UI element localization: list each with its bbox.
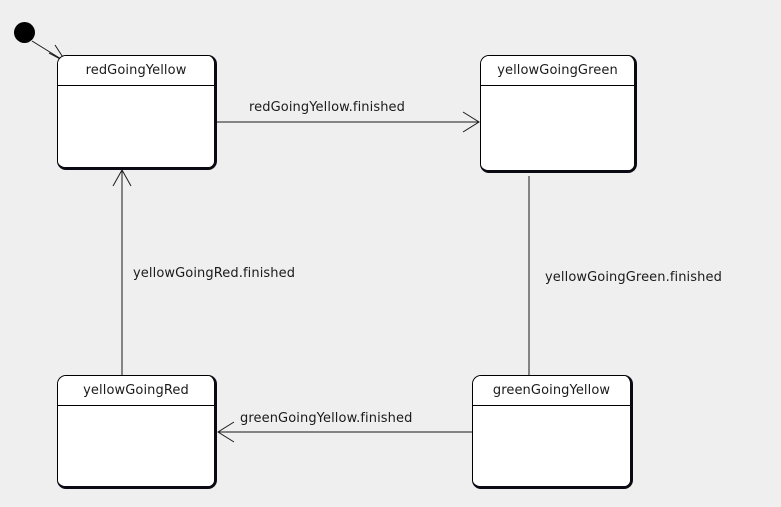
state-node-greenGoingYellow[interactable]: greenGoingYellow [472, 375, 633, 489]
state-title-greenGoingYellow: greenGoingYellow [473, 376, 630, 406]
state-title-yellowGoingGreen: yellowGoingGreen [481, 56, 634, 86]
state-title-yellowGoingRed: yellowGoingRed [58, 376, 214, 406]
state-body-greenGoingYellow [473, 406, 630, 486]
transition-label-redGoingYellow-finished: redGoingYellow.finished [249, 100, 406, 115]
state-node-yellowGoingRed[interactable]: yellowGoingRed [57, 375, 217, 489]
transition-label-yellowGoingGreen-finished: yellowGoingGreen.finished [545, 270, 722, 285]
edge-yellowGoingRed-to-redGoingYellow [112, 168, 132, 375]
state-node-yellowGoingGreen[interactable]: yellowGoingGreen [480, 55, 637, 173]
transition-label-yellowGoingRed-finished: yellowGoingRed.finished [133, 266, 296, 281]
state-node-redGoingYellow[interactable]: redGoingYellow [57, 55, 217, 170]
edge-yellowGoingGreen-to-greenGoingYellow [519, 176, 539, 396]
state-title-redGoingYellow: redGoingYellow [58, 56, 214, 86]
edge-redGoingYellow-to-yellowGoingGreen [217, 111, 480, 133]
state-body-yellowGoingRed [58, 406, 214, 486]
transition-label-greenGoingYellow-finished: greenGoingYellow.finished [240, 411, 413, 426]
initial-state-node[interactable] [14, 22, 35, 43]
state-body-redGoingYellow [58, 86, 214, 167]
state-body-yellowGoingGreen [481, 86, 634, 170]
